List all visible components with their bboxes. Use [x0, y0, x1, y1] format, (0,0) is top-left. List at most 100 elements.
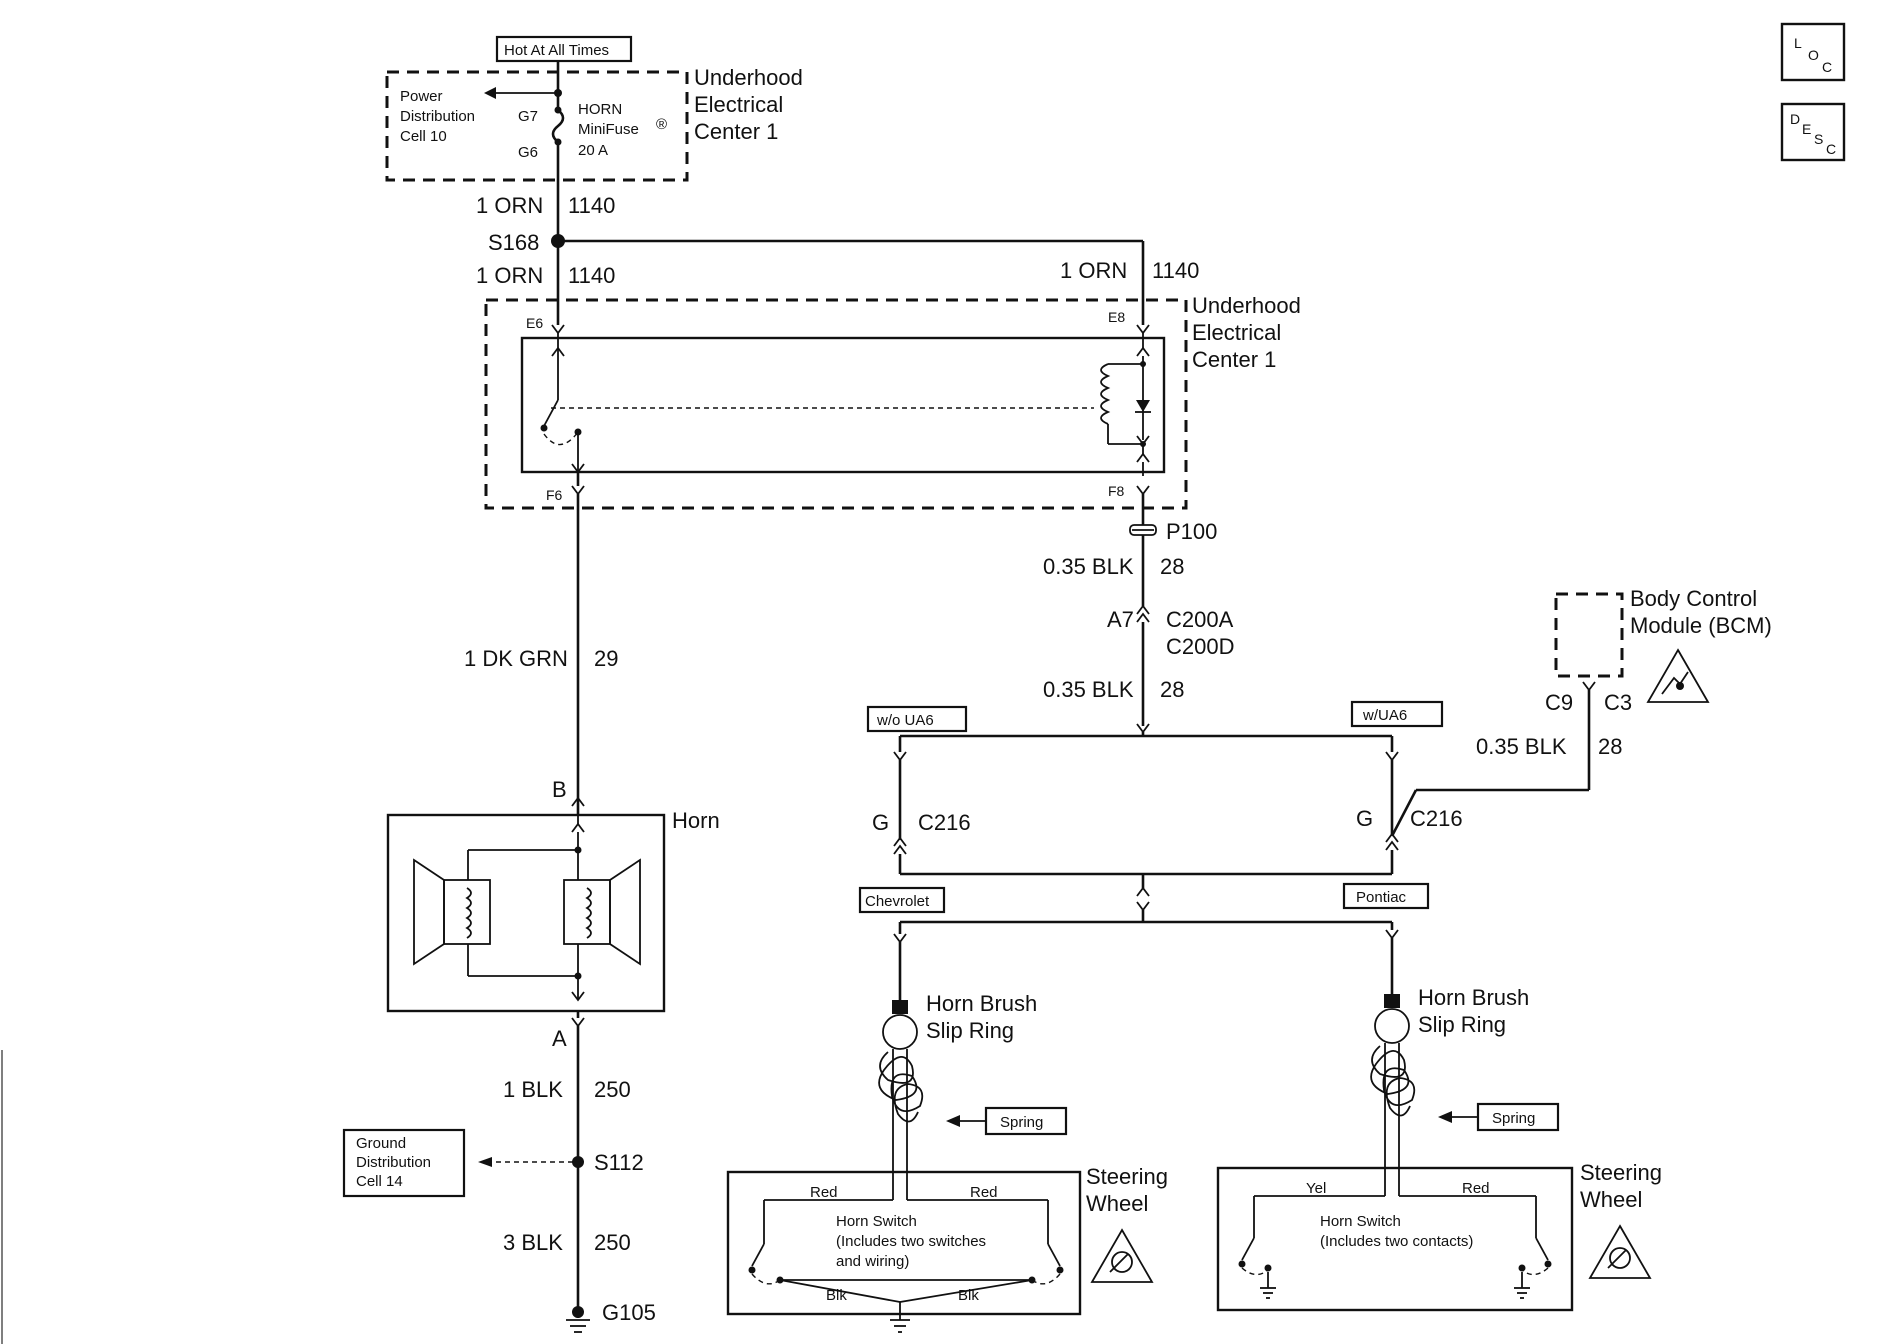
- c216-left-name: C216: [918, 810, 971, 835]
- wire-ground-circuit: 250: [594, 1230, 631, 1255]
- pin-f8: F8: [1108, 483, 1125, 499]
- svg-text:S: S: [1814, 131, 1823, 147]
- wire-horn-ground-size-color: 1 BLK: [503, 1077, 563, 1102]
- right-airbag-warning-icon: [1588, 1224, 1652, 1279]
- wire-right-relay-circuit: 1140: [1152, 258, 1199, 283]
- splice-s112-label: S112: [594, 1150, 644, 1175]
- p100-connector: [1129, 524, 1157, 536]
- c216-right-name: C216: [1410, 806, 1463, 831]
- svg-text:C: C: [1826, 141, 1836, 157]
- right-horn-switch-label-1: Horn Switch: [1320, 1213, 1401, 1230]
- pin-e8: E8: [1108, 309, 1125, 325]
- left-wire-red-right: Red: [970, 1184, 998, 1201]
- wire-blk-b-size-color: 0.35 BLK: [1043, 677, 1134, 702]
- body-control-module: [1554, 592, 1624, 678]
- fuse-name: HORN: [578, 101, 622, 118]
- right-wire-yel: Yel: [1306, 1180, 1326, 1197]
- ground-distribution-tag[interactable]: Ground Distribution Cell 14: [342, 1128, 466, 1198]
- left-wire-blk-right: Blk: [958, 1287, 979, 1304]
- svg-text:Distribution: Distribution: [356, 1154, 431, 1171]
- left-airbag-warning-icon: [1090, 1228, 1154, 1283]
- loc-icon[interactable]: L O C: [1780, 22, 1846, 82]
- svg-text:Hot At All Times: Hot At All Times: [504, 42, 609, 59]
- left-wire-blk-left: Blk: [826, 1287, 847, 1304]
- wire-ground-size-color: 3 BLK: [503, 1230, 563, 1255]
- wire-left-relay-size-color: 1 ORN: [476, 263, 543, 288]
- power-dist-label-3: Cell 10: [400, 128, 447, 145]
- chevrolet-tag: Chevrolet: [858, 886, 946, 914]
- right-horn-brush-label-1: Horn Brush: [1418, 985, 1529, 1010]
- right-steering-wheel-label-1: Steering: [1580, 1160, 1662, 1185]
- fuse-pin-g6: G6: [518, 144, 538, 161]
- underhood-electrical-center-relay-box: [484, 298, 1188, 510]
- svg-text:Pontiac: Pontiac: [1356, 889, 1407, 906]
- c200-pin: A7: [1107, 607, 1134, 632]
- svg-text:Cell 14: Cell 14: [356, 1173, 403, 1190]
- left-wheel-ground-icon: [890, 1302, 910, 1333]
- c216-left-pin: G: [872, 810, 889, 835]
- left-horn-switch-label-3: and wiring): [836, 1253, 909, 1270]
- right-spring-tag: Spring: [1476, 1102, 1560, 1132]
- wire-bcm-circuit: 28: [1598, 734, 1622, 759]
- hot-at-all-times-tag: Hot At All Times: [495, 35, 633, 63]
- horn-pin-a: A: [552, 1026, 567, 1051]
- desc-icon[interactable]: D E S C: [1780, 102, 1846, 162]
- wire-horn-feed-circuit: 29: [594, 646, 618, 671]
- pontiac-tag: Pontiac: [1342, 882, 1430, 910]
- fuse-type: MiniFuse: [578, 121, 639, 138]
- uec1-relay-label-1: Underhood: [1192, 293, 1301, 318]
- right-steering-wheel: [1216, 1166, 1574, 1312]
- option-without-ua6-tag: w/o UA6: [866, 705, 968, 733]
- splice-s168-label: S168: [488, 230, 539, 255]
- wire-left-relay-circuit: 1140: [568, 263, 615, 288]
- right-horn-switch-label-2: (Includes two contacts): [1320, 1233, 1473, 1250]
- left-horn-switch-label-1: Horn Switch: [836, 1213, 917, 1230]
- wire-horn-ground-circuit: 250: [594, 1077, 631, 1102]
- power-dist-label-2: Distribution: [400, 108, 475, 125]
- horn-minifuse: [551, 84, 565, 180]
- wire-bcm-size-color: 0.35 BLK: [1476, 734, 1567, 759]
- svg-text:C: C: [1822, 59, 1832, 75]
- svg-text:Spring: Spring: [1492, 1110, 1535, 1127]
- c200-name-1: C200A: [1166, 607, 1234, 632]
- right-wheel-ground-icon-left: [1260, 1272, 1276, 1299]
- fuse-registered: ®: [656, 116, 667, 133]
- fuse-pin-g7: G7: [518, 108, 538, 125]
- svg-text:D: D: [1790, 111, 1800, 127]
- svg-text:Chevrolet: Chevrolet: [865, 893, 930, 910]
- esd-warning-icon: [1646, 648, 1710, 703]
- left-horn-brush-label-2: Slip Ring: [926, 1018, 1014, 1043]
- c200-name-2: C200D: [1166, 634, 1234, 659]
- c216-right-pin: G: [1356, 806, 1373, 831]
- wire-top-circuit: 1140: [568, 193, 615, 218]
- wire-right-relay-size-color: 1 ORN: [1060, 258, 1127, 283]
- wire-top-size-color: 1 ORN: [476, 193, 543, 218]
- left-horn-brush-label-1: Horn Brush: [926, 991, 1037, 1016]
- left-horn-brush-slip-ring: [878, 1000, 924, 1166]
- wire-horn-feed-size-color: 1 DK GRN: [464, 646, 568, 671]
- fuse-rating: 20 A: [578, 142, 608, 159]
- horn-label: Horn: [672, 808, 720, 833]
- ground-g105-label: G105: [602, 1300, 656, 1325]
- left-steering-wheel-label-1: Steering: [1086, 1164, 1168, 1189]
- bcm-pin-c3: C3: [1604, 690, 1632, 715]
- uec1-top-label-3: Center 1: [694, 119, 778, 144]
- svg-text:L: L: [1794, 35, 1802, 51]
- wire-blk-b-circuit: 28: [1160, 677, 1184, 702]
- right-steering-wheel-label-2: Wheel: [1580, 1187, 1642, 1212]
- left-steering-wheel-label-2: Wheel: [1086, 1191, 1148, 1216]
- underhood-electrical-center-fuse-box: [385, 70, 689, 182]
- ground-g105-symbol: [566, 1306, 590, 1333]
- svg-text:w/o UA6: w/o UA6: [876, 712, 934, 729]
- left-steering-wheel: [726, 1170, 1082, 1316]
- right-wire-red: Red: [1462, 1180, 1490, 1197]
- uec1-relay-label-3: Center 1: [1192, 347, 1276, 372]
- bcm-pin-c9: C9: [1545, 690, 1573, 715]
- bcm-label-2: Module (BCM): [1630, 613, 1772, 638]
- horn: [386, 813, 666, 1013]
- wire-blk-a-size-color: 0.35 BLK: [1043, 554, 1134, 579]
- horn-pin-b: B: [552, 777, 567, 802]
- left-wire-red-left: Red: [810, 1184, 838, 1201]
- svg-text:w/UA6: w/UA6: [1362, 707, 1407, 724]
